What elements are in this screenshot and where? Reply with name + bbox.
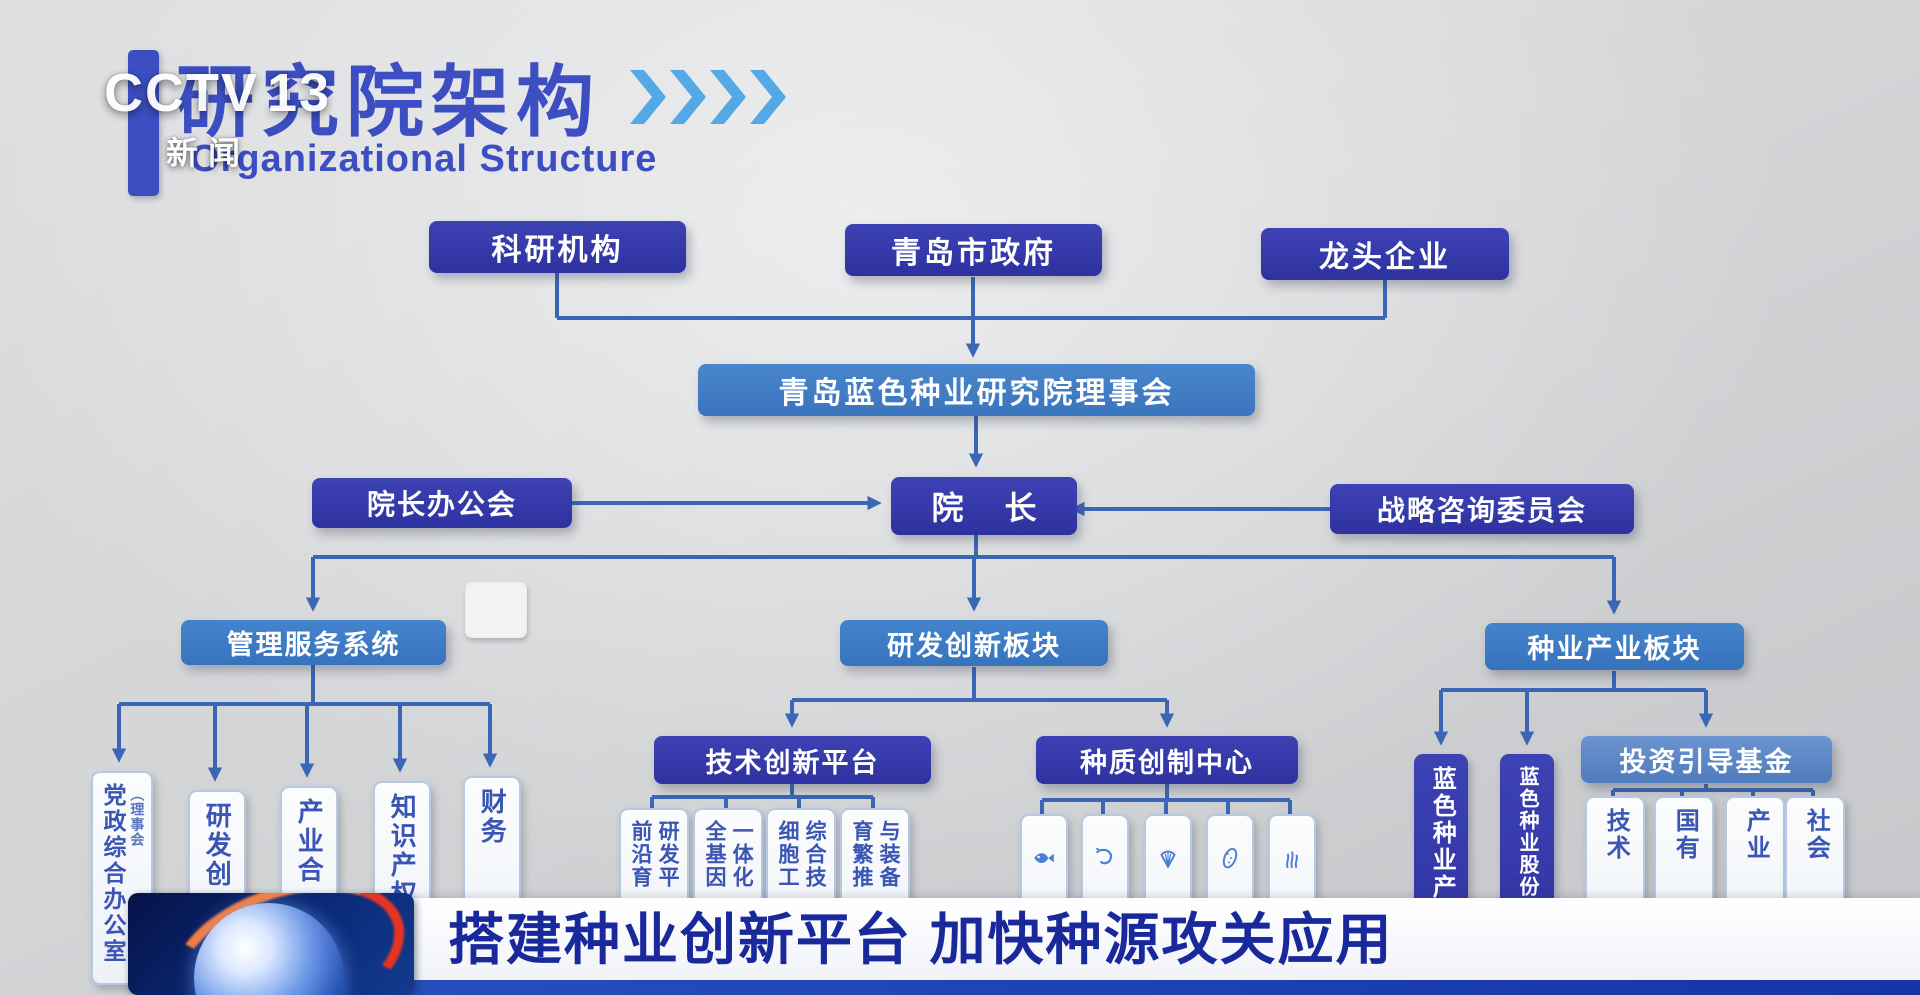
platform-col: 一体化 [730, 820, 754, 889]
node-rnd-section: 研发创新板块 [840, 620, 1108, 666]
fund-label: 技术 [1602, 808, 1630, 862]
node-council: 青岛蓝色种业研究院理事会 [698, 364, 1255, 416]
cctv-news-label: 新闻 [166, 135, 251, 171]
news-headline: 搭建种业创新平台 加快种源攻关应用 [448, 908, 1394, 971]
node-advisory-committee: 战略咨询委员会 [1330, 484, 1634, 534]
industry-label: 蓝色种业股份 [1516, 766, 1538, 898]
page-title-zh: 研究院架构 [176, 58, 602, 146]
platform-col: 全基因 [703, 820, 726, 889]
fund-label: 社会 [1802, 808, 1830, 862]
dept-label: 财务 [477, 788, 508, 846]
dept-label: 研发创 [202, 802, 233, 889]
kelp-icon [1286, 851, 1298, 869]
scallop-shell-icon [1160, 850, 1176, 869]
platform-col: 细胞工 [776, 820, 799, 889]
cctv-channel-number: 13 [267, 63, 332, 123]
dept-label: 党政综合办公室 [99, 783, 126, 965]
platform-col: 与装备 [877, 820, 901, 889]
platform-col: 研发平 [656, 820, 680, 889]
shrimp-icon [1095, 847, 1113, 865]
node-president: 院 长 [891, 477, 1077, 535]
node-industry-section: 种业产业板块 [1485, 623, 1744, 670]
news-banner-bottom-strip [140, 980, 1920, 995]
node-investment-guidance-fund: 投资引导基金 [1581, 736, 1832, 783]
platform-col: 前沿育 [629, 820, 652, 889]
title-chevrons-icon [630, 70, 786, 124]
node-management-system: 管理服务系统 [181, 620, 446, 665]
sea-cucumber-icon [1222, 847, 1238, 869]
node-species-sea-cucumber [1206, 814, 1254, 966]
title-accent-bar [128, 50, 159, 196]
dept-sublabel: （理事会 [129, 787, 146, 847]
page-title-en: Organizational Structure [190, 138, 658, 180]
wall-light-switch [465, 582, 527, 638]
news-banner-band [140, 898, 1920, 980]
node-tech-innovation-platform: 技术创新平台 [654, 736, 931, 784]
news-globe-graphic [128, 893, 414, 995]
dept-label: 产业合 [294, 798, 325, 885]
industry-label: 蓝色种业产 [1428, 766, 1456, 901]
cctv-logo-word: CCTV [104, 63, 259, 123]
fish-icon [1034, 853, 1054, 863]
fund-label: 产业 [1742, 808, 1770, 862]
node-leading-enterprises: 龙头企业 [1261, 228, 1509, 280]
dept-label: 知识产权 [387, 793, 418, 909]
node-research-institutions: 科研机构 [429, 221, 686, 273]
node-germplasm-center: 种质创制中心 [1036, 736, 1298, 784]
node-qingdao-government: 青岛市政府 [845, 224, 1102, 276]
platform-col: 综合技 [803, 820, 827, 889]
node-president-office: 院长办公会 [312, 478, 572, 528]
fund-label: 国有 [1671, 808, 1699, 862]
platform-col: 育繁推 [850, 820, 873, 889]
